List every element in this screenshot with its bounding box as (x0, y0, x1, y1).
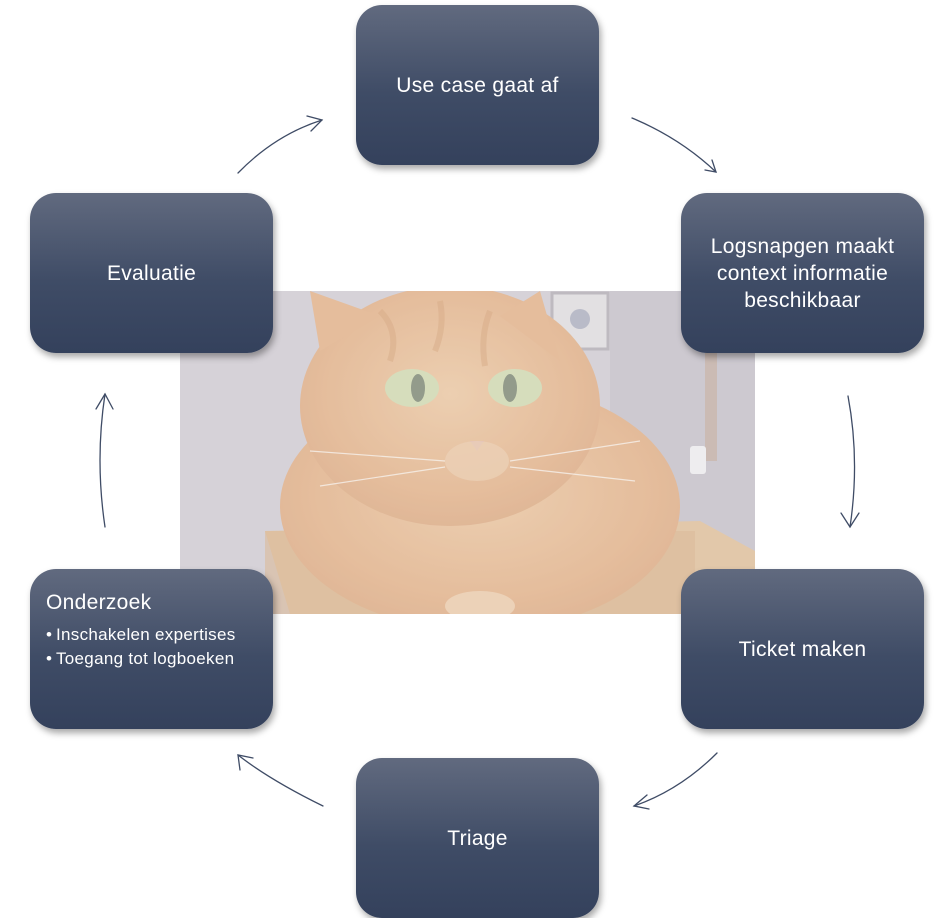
arrow-logsnapgen-to-ticket (847, 395, 856, 528)
arrow-evaluatie-to-use-case-head (306, 115, 324, 132)
arrow-use-case-to-logsnapgen (631, 117, 717, 173)
step-triage-box: Triage (356, 758, 599, 918)
arrow-logsnapgen-to-ticket-head (840, 512, 860, 529)
arrow-ticket-to-triage (633, 752, 718, 807)
cat-photo (180, 291, 755, 614)
arrow-onderzoek-to-evaluatie (99, 393, 106, 528)
step-onderzoek-bullets: •Inschakelen expertises •Toegang tot log… (46, 623, 259, 671)
bullet-text: Toegang tot logboeken (56, 649, 235, 668)
arrow-triage-to-onderzoek (237, 754, 324, 807)
bullet-item: •Inschakelen expertises (46, 625, 236, 644)
step-evaluatie-box: Evaluatie (30, 193, 273, 353)
arrow-onderzoek-to-evaluatie-head (95, 392, 114, 410)
arrow-use-case-to-logsnapgen-head (704, 159, 717, 173)
step-use-case-label: Use case gaat af (396, 73, 559, 97)
step-ticket-box: Ticket maken (681, 569, 924, 729)
bullet-item: •Toegang tot logboeken (46, 649, 235, 668)
arrow-triage-to-onderzoek-head (237, 754, 254, 771)
step-onderzoek-box: Onderzoek •Inschakelen expertises •Toega… (30, 569, 273, 729)
arrow-ticket-to-triage-head (632, 794, 650, 810)
step-logsnapgen-box: Logsnapgen maakt context informatie besc… (681, 193, 924, 353)
arrow-evaluatie-to-use-case (237, 119, 323, 174)
step-ticket-label: Ticket maken (738, 637, 867, 661)
step-evaluatie-label: Evaluatie (106, 261, 197, 285)
step-logsnapgen-label: Logsnapgen maakt context informatie besc… (710, 234, 895, 312)
step-use-case-box: Use case gaat af (356, 5, 599, 165)
bullet-text: Inschakelen expertises (56, 625, 236, 644)
step-triage-label: Triage (447, 826, 508, 850)
step-onderzoek-label: Onderzoek (46, 591, 152, 614)
